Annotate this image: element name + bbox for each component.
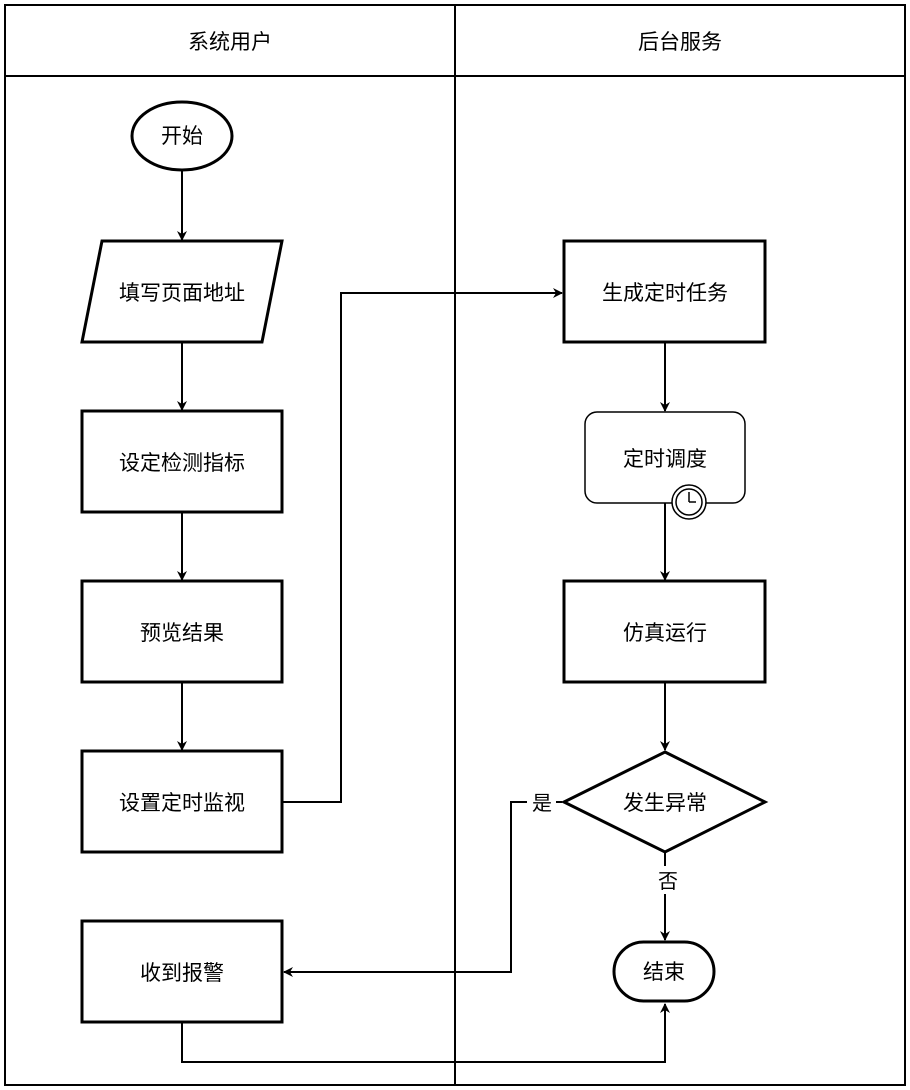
process-node-simulate-label: 仿真运行: [623, 621, 707, 645]
end-node-label: 结束: [643, 960, 685, 984]
decision-node-exception-label: 发生异常: [623, 791, 707, 815]
lane-title-user: 系统用户: [188, 30, 272, 54]
process-node-metrics-label: 设定检测指标: [119, 451, 245, 475]
process-node-simulate: [562, 579, 767, 684]
edge-monitor-to-task: [282, 288, 563, 803]
process-node-task-label: 生成定时任务: [602, 281, 728, 305]
end-node: [612, 940, 716, 1003]
lane-title-backend: 后台服务: [638, 30, 722, 54]
edge-label-yes: 是: [532, 791, 552, 815]
edge-alarm-to-end: [181, 1003, 670, 1063]
edge-yes-to-alarm: [283, 801, 527, 977]
process-node-monitor: [80, 749, 284, 854]
process-node-preview-label: 预览结果: [140, 621, 224, 645]
edge-label-no: 否: [658, 869, 678, 893]
start-node-label: 开始: [161, 124, 203, 148]
process-node-preview: [80, 579, 284, 684]
process-node-monitor-label: 设置定时监视: [119, 791, 245, 815]
input-node-address-label: 填写页面地址: [119, 281, 245, 305]
process-node-alarm-label: 收到报警: [140, 961, 224, 985]
process-node-task: [562, 239, 767, 344]
timer-clock-icon: [671, 484, 707, 520]
process-node-alarm: [80, 919, 284, 1024]
event-node-schedule-label: 定时调度: [623, 447, 707, 471]
process-node-metrics: [80, 409, 284, 514]
swimlane-pool: [4, 4, 906, 1086]
start-node: [130, 100, 234, 172]
edges: [177, 170, 670, 1063]
input-node-address: [80, 239, 284, 344]
event-node-schedule: [584, 411, 746, 504]
decision-node-exception: [560, 750, 769, 854]
